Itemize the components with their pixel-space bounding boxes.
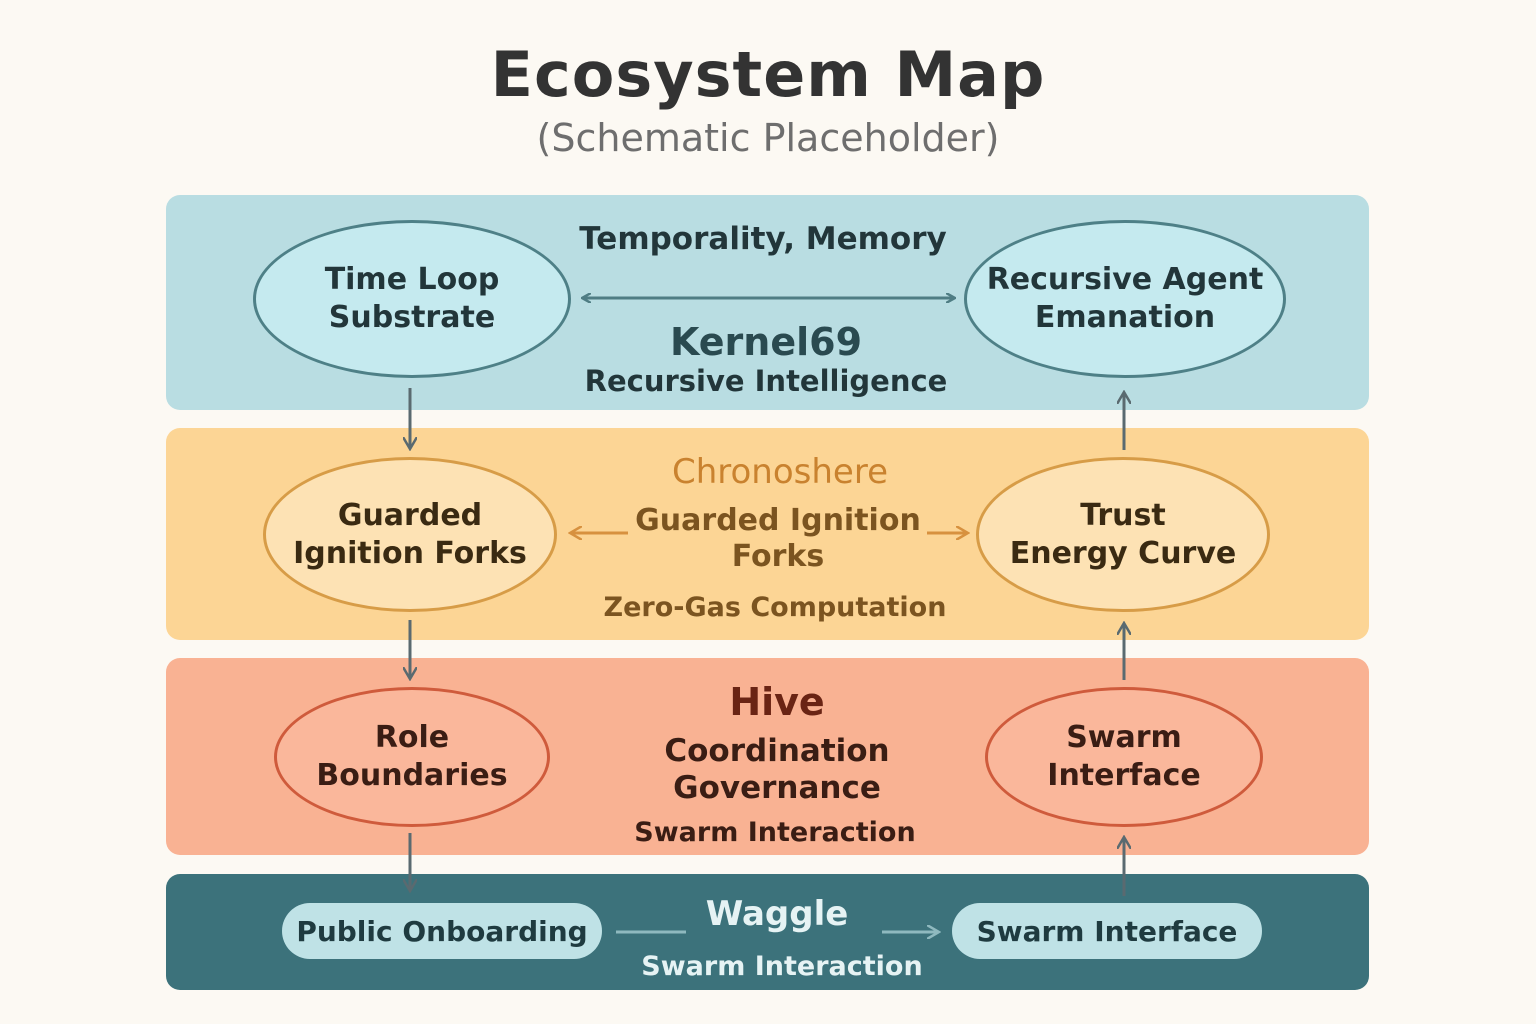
center-line-2: Governance	[673, 770, 881, 806]
guarded-ignition-forks-node: Guarded Ignition Forks	[263, 457, 557, 612]
center-line-1: Guarded Ignition	[635, 503, 921, 538]
node-line-2: Energy Curve	[1009, 535, 1237, 571]
node-line-1: Time Loop	[324, 262, 500, 297]
hive-bottom-label: Swarm Interaction	[634, 817, 916, 848]
node-line-1: Swarm	[1066, 720, 1182, 755]
node-line-2: Substrate	[328, 300, 496, 335]
kernel-top-label: Temporality, Memory	[579, 221, 947, 257]
hive-center-label: Coordination Governance	[627, 733, 927, 807]
page-title: Ecosystem Map	[490, 38, 1046, 111]
time-loop-substrate-node: Time Loop Substrate	[253, 220, 571, 378]
page-subtitle: (Schematic Placeholder)	[536, 116, 1000, 160]
chronoshere-layer-name: Chronoshere	[671, 452, 888, 492]
center-line-2: Forks	[731, 539, 825, 574]
trust-energy-curve-node: Trust Energy Curve	[976, 457, 1270, 612]
swarm-interface-node: Swarm Interface	[985, 687, 1263, 827]
chrono-center-label: Guarded Ignition Forks	[628, 503, 928, 575]
node-line-1: Role	[374, 720, 450, 755]
node-line-1: Trust	[1080, 497, 1166, 533]
recursive-agent-emanation-node: Recursive Agent Emanation	[964, 220, 1286, 378]
swarm-interface-pill: Swarm Interface	[952, 903, 1262, 959]
chrono-bottom-label: Zero-Gas Computation	[603, 592, 947, 623]
public-onboarding-pill: Public Onboarding	[282, 903, 602, 959]
waggle-layer-name: Waggle	[705, 894, 849, 934]
waggle-bottom-label: Swarm Interaction	[641, 951, 923, 982]
center-line-1: Coordination	[664, 733, 890, 769]
node-line-1: Recursive Agent	[986, 262, 1264, 297]
hive-layer-name: Hive	[729, 680, 825, 724]
kernel-layer-description: Recursive Intelligence	[584, 364, 948, 398]
node-line-2: Boundaries	[316, 758, 508, 793]
node-line-1: Guarded	[337, 497, 483, 533]
role-boundaries-node: Role Boundaries	[274, 687, 550, 827]
kernel-layer-name: Kernel69	[669, 320, 863, 364]
node-line-2: Ignition Forks	[293, 535, 527, 571]
node-line-2: Emanation	[1034, 300, 1216, 335]
node-line-2: Interface	[1047, 758, 1201, 793]
